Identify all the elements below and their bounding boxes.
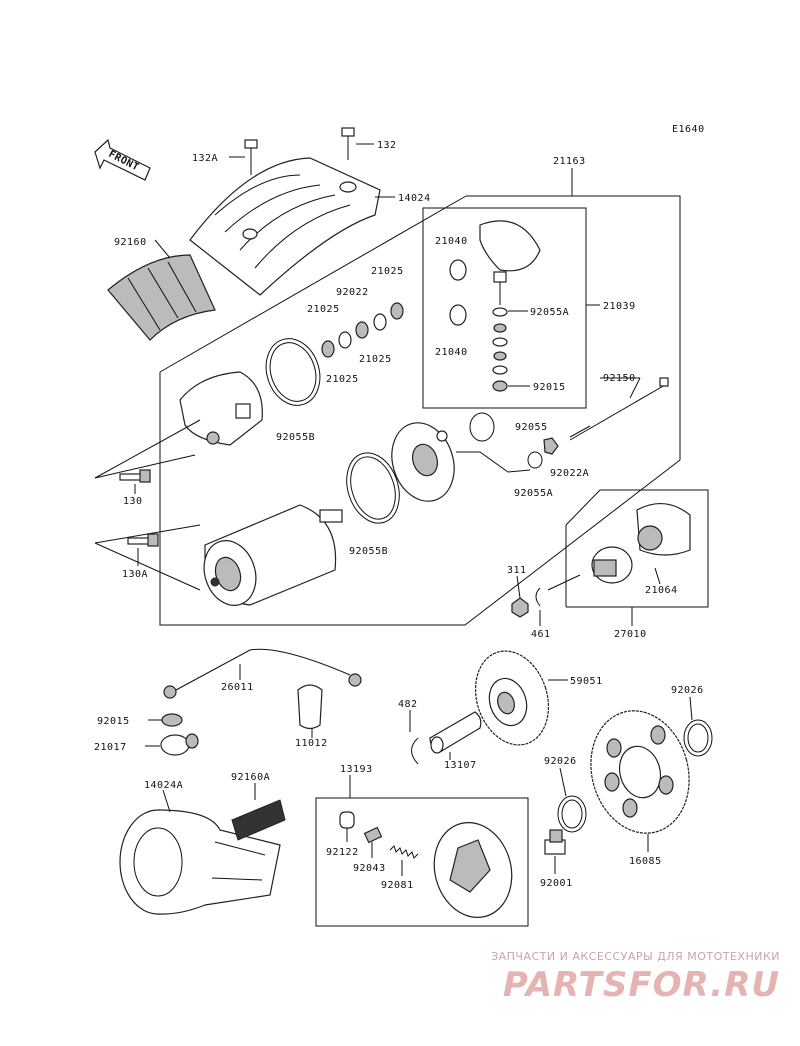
label-92122: 92122 <box>326 847 359 858</box>
roller-92122 <box>339 811 355 829</box>
shaft-13107 <box>429 711 482 754</box>
label-21040-b: 21040 <box>435 347 468 358</box>
starter-cover-14024A <box>119 809 281 915</box>
washer-92015 <box>161 713 183 727</box>
damper-92160A <box>231 799 286 841</box>
label-130: 130 <box>123 496 143 507</box>
relay-cover-21064 <box>636 503 691 556</box>
part-labels: 132A 132 14024 21163 92160 21040 21025 9… <box>94 140 704 891</box>
brush-plate-21039 <box>479 220 541 305</box>
label-92015-b: 92015 <box>97 716 130 727</box>
o-ring-92055A <box>527 451 543 469</box>
label-21025-d: 21025 <box>326 374 359 385</box>
label-26011: 26011 <box>221 682 254 693</box>
label-92026-a: 92026 <box>671 685 704 696</box>
washer-92026b <box>557 795 587 833</box>
o-ring-92055 <box>469 412 495 442</box>
label-92160: 92160 <box>114 237 147 248</box>
label-92150: 92150 <box>603 373 636 384</box>
watermark-logo: PARTSFOR.RU <box>502 965 780 1005</box>
starter-gear-16085 <box>590 710 690 834</box>
label-92022A: 92022A <box>550 468 589 479</box>
label-92055: 92055 <box>515 422 548 433</box>
bolt-130 <box>119 469 151 483</box>
brush-spring-21040a <box>449 259 467 281</box>
site-watermark: ЗАПЧАСТИ И АКСЕССУАРЫ ДЛЯ МОТОТЕХНИКИ PA… <box>491 950 780 1005</box>
bolt-130A <box>127 533 159 547</box>
label-92055A: 92055A <box>530 307 569 318</box>
gear-92001 <box>544 829 566 855</box>
label-92043: 92043 <box>353 863 386 874</box>
label-92160A: 92160A <box>231 772 270 783</box>
label-92022: 92022 <box>336 287 369 298</box>
label-92055A-2: 92055A <box>514 488 553 499</box>
starter-cover-14024 <box>189 157 381 296</box>
label-92001: 92001 <box>540 878 573 889</box>
plunger-92043 <box>363 826 383 844</box>
label-132A: 132A <box>192 153 218 164</box>
washer-stack <box>492 307 508 392</box>
o-ring-92055B-upper <box>265 338 321 406</box>
label-92026-b: 92026 <box>544 756 577 767</box>
watermark-tagline: ЗАПЧАСТИ И АКСЕССУАРЫ ДЛЯ МОТОТЕХНИКИ <box>491 950 780 963</box>
label-92055B: 92055B <box>276 432 315 443</box>
through-bolt-92150 <box>569 377 669 441</box>
label-482: 482 <box>398 699 418 710</box>
label-21040-a: 21040 <box>435 236 468 247</box>
label-461: 461 <box>531 629 551 640</box>
damper-92160 <box>107 254 216 341</box>
clip-482 <box>411 737 419 765</box>
label-21017: 21017 <box>94 742 127 753</box>
label-27010: 27010 <box>614 629 647 640</box>
brush-spring-21040b <box>449 304 467 326</box>
nut-92022A <box>543 437 559 455</box>
label-14024: 14024 <box>398 193 431 204</box>
label-130A: 130A <box>122 569 148 580</box>
spring-92081 <box>389 845 419 859</box>
o-ring-92055B-lower <box>346 452 400 524</box>
rear-end-cover <box>179 371 263 446</box>
label-92015-a: 92015 <box>533 382 566 393</box>
cap-21017 <box>160 733 199 756</box>
label-311: 311 <box>507 565 527 576</box>
starter-motor-body <box>203 504 343 606</box>
cap-11012 <box>297 684 323 730</box>
label-92055B-2: 92055B <box>349 546 388 557</box>
label-59051: 59051 <box>570 676 603 687</box>
diagram-code: E1640 <box>672 124 705 135</box>
label-132: 132 <box>377 140 397 151</box>
label-21025-c: 21025 <box>359 354 392 365</box>
label-92081: 92081 <box>381 880 414 891</box>
label-21163: 21163 <box>553 156 586 167</box>
label-11012: 11012 <box>295 738 328 749</box>
washer-set-21025 <box>321 302 404 358</box>
label-13107: 13107 <box>444 760 477 771</box>
front-housing <box>391 422 455 502</box>
label-21025-a: 21025 <box>371 266 404 277</box>
clip-461 <box>535 587 541 607</box>
label-21064: 21064 <box>645 585 678 596</box>
starter-cable-26011 <box>163 648 362 699</box>
label-21025-b: 21025 <box>307 304 340 315</box>
label-14024A: 14024A <box>144 780 183 791</box>
label-16085: 16085 <box>629 856 662 867</box>
starter-relay-27010 <box>591 546 633 584</box>
bolt-132 <box>341 127 355 160</box>
label-13193: 13193 <box>340 764 373 775</box>
one-way-clutch-13193 <box>433 822 513 918</box>
washer-92026a <box>683 719 713 757</box>
label-21039: 21039 <box>603 301 636 312</box>
idle-gear-59051 <box>474 650 550 746</box>
bolt-132A <box>244 139 258 175</box>
front-arrow-icon: FRONT <box>94 138 151 181</box>
nut-311 <box>511 597 529 618</box>
